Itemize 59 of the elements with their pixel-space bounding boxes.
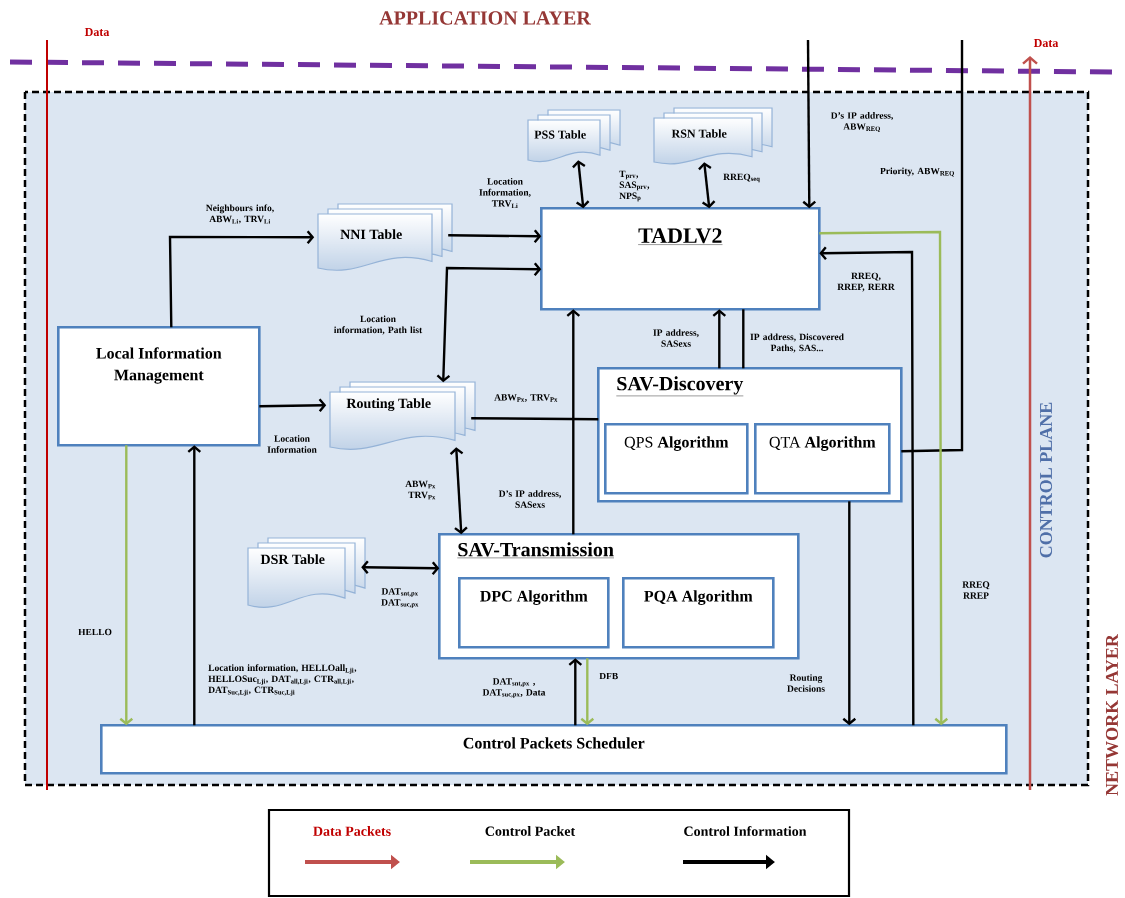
legend-label: Data Packets <box>313 826 391 836</box>
table-stack: RSN Table <box>653 107 773 165</box>
arrow <box>572 160 590 209</box>
arrow <box>119 445 134 726</box>
arrow <box>361 560 440 575</box>
edge-label: Location Information <box>267 435 317 453</box>
arrow <box>580 658 595 726</box>
edge-label: DAT$_{snt,px}$ DAT$_{suc,px}$ <box>381 588 419 608</box>
legend-label: Control Packet <box>485 826 576 836</box>
edge-label: RREQ, RREP, RERR <box>837 272 895 292</box>
edge-label: RREQ$_{seq}$ <box>723 173 760 183</box>
edge-label: ABW$_{Px}$ TRV$_{Px}$ <box>405 480 436 500</box>
arrow <box>712 309 727 369</box>
arrow <box>259 398 327 413</box>
edge-label: DAT$_{snt,px}$ , DAT$_{suc,px}$, Data <box>482 678 546 698</box>
edge-label: Routing Decisions <box>787 674 825 692</box>
arrow <box>568 658 583 726</box>
process-box: DPC Algorithm <box>458 577 610 649</box>
process-box: Local Information Management <box>57 326 261 447</box>
edge-label: DFB <box>599 672 618 680</box>
process-box: Control Packets Scheduler <box>100 724 1008 775</box>
flow-label: Data <box>84 28 110 36</box>
edge-label: T$_{prv}$, SAS$_{prv}$, NPS$_{p}$ <box>619 170 650 202</box>
process-box: QPS Algorithm <box>604 423 749 495</box>
arrow <box>436 262 542 383</box>
arrow <box>819 246 915 726</box>
edge-label: D’s IP address, ABW$_{REQ}$ <box>830 112 893 132</box>
flow-label: Data <box>1033 39 1059 47</box>
arrow <box>168 230 315 328</box>
plane-label: CONTROL PLANE <box>1039 402 1053 558</box>
edge-label: ABW$_{Px}$, TRV$_{Px}$ <box>494 394 558 402</box>
edge-label: Neighbours info, ABW$_{Li}$, TRV$_{Li}$ <box>206 204 274 224</box>
edge-label: Location information, HELLOall$_{Lji}$, HELLOSuc$_{Lji}$, DAT$_{all,Lji}$, CTR$_{all,Lji}$, DAT$_{Suc,Lji}$, CTR$_{Suc,Lji}$ <box>208 664 357 696</box>
process-box: TADLV2 <box>540 207 821 311</box>
arrow <box>698 162 716 209</box>
edge-label: RREQ RREP <box>962 581 990 599</box>
arrow <box>449 447 468 535</box>
edge-label: D’s IP address, SASexs <box>498 490 561 508</box>
arrow <box>842 501 857 726</box>
edge-label: IP address, SASexs <box>653 329 699 347</box>
legend-label: Control Information <box>684 826 807 836</box>
arrow <box>819 230 949 726</box>
edge-label: Location information, Path list <box>334 315 423 335</box>
edge-label: IP address, Discovered Paths, SAS... <box>750 333 844 353</box>
layer-title: APPLICATION LAYER <box>379 11 591 25</box>
table-stack: NNI Table <box>317 203 453 271</box>
edge-label: HELLO <box>78 628 112 636</box>
process-box: QTA Algorithm <box>754 423 891 495</box>
arrow <box>448 229 542 243</box>
arrow <box>187 445 202 726</box>
arrow <box>802 40 817 209</box>
edge-label: Priority, ABW$_{REQ}$ <box>880 167 954 177</box>
edge-label: Location Information, TRV$_{Li}$ <box>479 177 531 209</box>
process-box: PQA Algorithm <box>622 577 775 649</box>
layer-title: NETWORK LAYER <box>1105 633 1119 796</box>
table-stack: Routing Table <box>329 381 476 450</box>
arrow <box>566 309 581 535</box>
table-stack: DSR Table <box>247 537 366 608</box>
table-stack: PSS Table <box>527 109 621 163</box>
